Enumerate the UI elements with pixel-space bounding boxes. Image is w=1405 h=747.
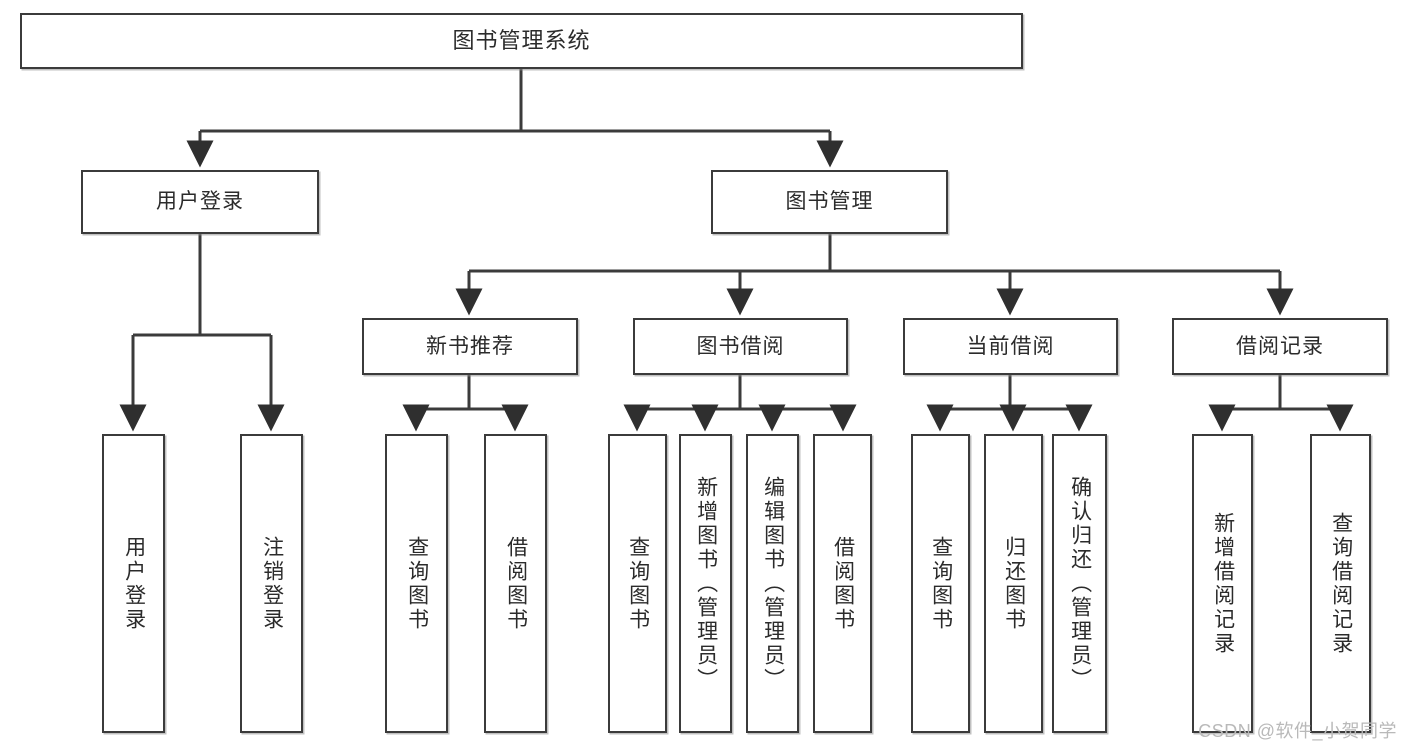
node-leaf-add-record[interactable]: 新增借阅记录	[1192, 434, 1253, 733]
node-new-book-recommend[interactable]: 新书推荐	[362, 318, 578, 375]
node-leaf-edit-book[interactable]: 编辑图书（管理员）	[746, 434, 799, 733]
node-leaf-add-book[interactable]: 新增图书（管理员）	[679, 434, 732, 733]
node-borrow-record[interactable]: 借阅记录	[1172, 318, 1388, 375]
node-leaf-query-book-1[interactable]: 查询图书	[385, 434, 448, 733]
node-leaf-confirm-return[interactable]: 确认归还（管理员）	[1052, 434, 1107, 733]
node-book-manage[interactable]: 图书管理	[711, 170, 948, 234]
node-leaf-query-book-3[interactable]: 查询图书	[911, 434, 970, 733]
node-user-login[interactable]: 用户登录	[81, 170, 319, 234]
node-leaf-borrow-book-2[interactable]: 借阅图书	[813, 434, 872, 733]
node-book-borrow[interactable]: 图书借阅	[633, 318, 848, 375]
node-root-system[interactable]: 图书管理系统	[20, 13, 1023, 69]
node-leaf-user-login[interactable]: 用户登录	[102, 434, 165, 733]
node-leaf-query-record[interactable]: 查询借阅记录	[1310, 434, 1371, 733]
node-leaf-borrow-book-1[interactable]: 借阅图书	[484, 434, 547, 733]
node-leaf-return-book[interactable]: 归还图书	[984, 434, 1043, 733]
csdn-watermark: CSDN @软件_小贺同学	[1198, 721, 1397, 741]
node-current-borrow[interactable]: 当前借阅	[903, 318, 1118, 375]
node-leaf-query-book-2[interactable]: 查询图书	[608, 434, 667, 733]
node-leaf-logout[interactable]: 注销登录	[240, 434, 303, 733]
